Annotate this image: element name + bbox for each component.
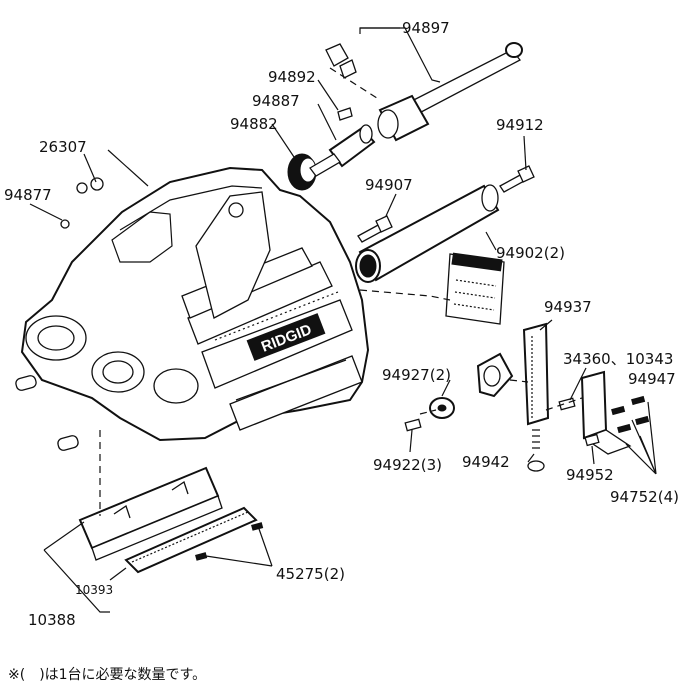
cam-94927 (429, 352, 514, 419)
screw-94912 (499, 165, 535, 193)
assembly-dashes (99, 67, 583, 516)
label-94897: 94897 (402, 19, 450, 37)
gear-94882 (287, 153, 341, 191)
label-10393: 10393 (75, 583, 114, 597)
label-94927: 94927(2) (382, 366, 451, 384)
label-45275: 45275(2) (276, 565, 345, 583)
label-94877: 94877 (4, 186, 52, 204)
quantity-footnote: ※( )は1台に必要な数量です。 (8, 667, 207, 683)
label-34360-10343: 34360、10343 (563, 350, 674, 368)
label-26307: 26307 (39, 138, 87, 156)
pin-34360 (558, 397, 576, 411)
label-94902: 94902(2) (496, 244, 565, 262)
label-94892: 94892 (268, 68, 316, 86)
leader-lines (29, 27, 657, 613)
screws-94752 (611, 395, 650, 434)
label-94952: 94952 (566, 466, 614, 484)
label-94912: 94912 (496, 116, 544, 134)
handle-94897 (325, 27, 523, 142)
main-housing (15, 166, 370, 451)
spring-94942 (527, 429, 545, 472)
pin-94952 (584, 433, 600, 447)
roller-94902 (355, 184, 500, 283)
pin-94892 (337, 107, 353, 121)
label-94947: 94947 (628, 370, 676, 388)
label-94922: 94922(3) (373, 456, 442, 474)
label-10388: 10388 (28, 611, 76, 629)
screw-94907 (357, 215, 393, 243)
label-94937: 94937 (544, 298, 592, 316)
decal-plate (445, 252, 505, 325)
screw-94922 (404, 418, 422, 432)
label-94942: 94942 (462, 453, 510, 471)
label-94887: 94887 (252, 92, 300, 110)
rack-94937 (522, 322, 550, 426)
chip-tray-10388 (78, 466, 264, 574)
label-94752: 94752(4) (610, 488, 679, 506)
label-94882: 94882 (230, 115, 278, 133)
label-94907: 94907 (365, 176, 413, 194)
